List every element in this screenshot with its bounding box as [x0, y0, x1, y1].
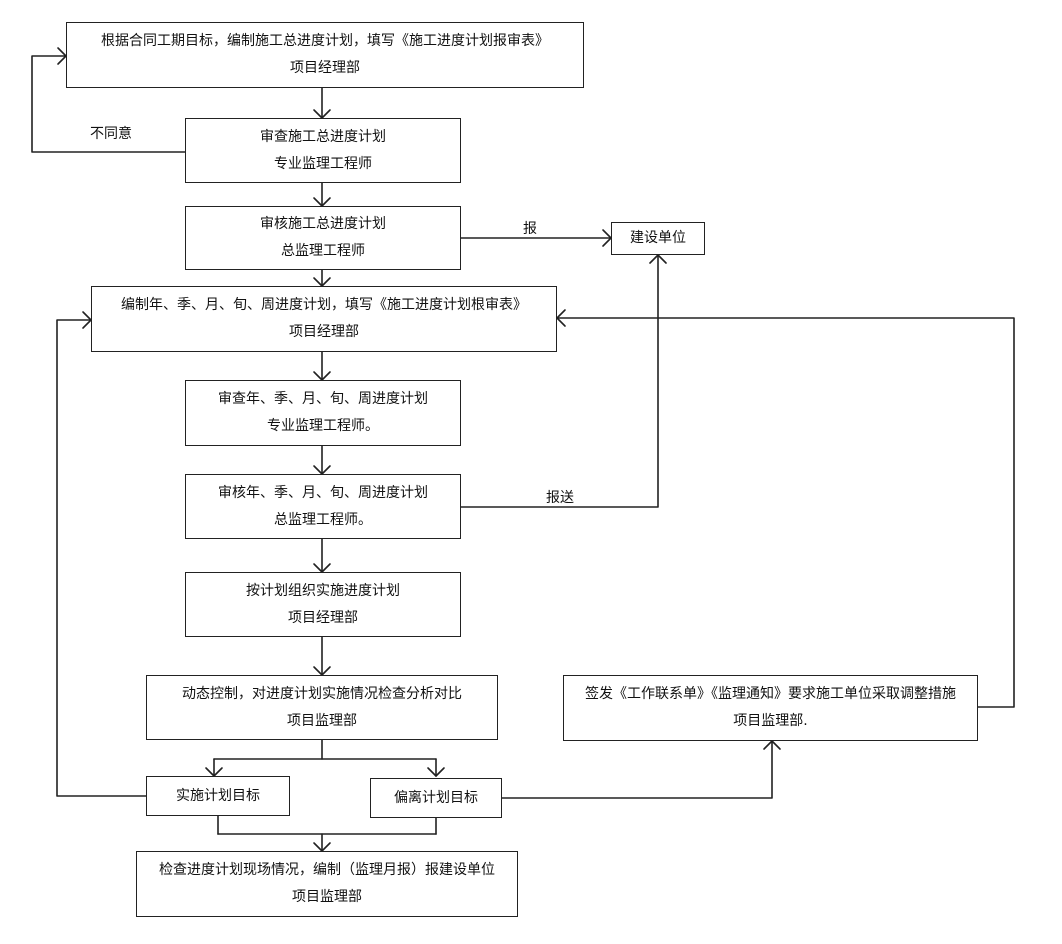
node-implement-plan-text: 按计划组织实施进度计划 — [246, 582, 400, 599]
node-audit-periodic-plan-text: 审核年、季、月、旬、周进度计划 — [218, 484, 428, 501]
node-owner-unit-text: 建设单位 — [630, 230, 686, 246]
connector-merge-n12 — [217, 815, 437, 852]
edge-label-report: 报 — [523, 221, 537, 237]
node-dynamic-control-text: 动态控制，对进度计划实施情况检查分析对比 — [182, 685, 462, 702]
node-compile-periodic-plan-role: 项目经理部 — [289, 324, 359, 340]
node-dynamic-control: 动态控制，对进度计划实施情况检查分析对比 项目监理部 — [146, 675, 498, 740]
node-compile-master-plan-role: 项目经理部 — [290, 60, 360, 76]
node-review-periodic-plan: 审查年、季、月、旬、周进度计划 专业监理工程师。 — [185, 380, 461, 446]
node-deviate-target: 偏离计划目标 — [370, 778, 502, 818]
node-audit-master-plan-role: 总监理工程师 — [281, 243, 365, 259]
connector-n6-owner — [460, 254, 667, 508]
node-compile-periodic-plan-text: 编制年、季、月、旬、周进度计划，填写《施工进度计划根审表》 — [121, 297, 527, 313]
node-issue-notice-role: 项目监理部. — [733, 713, 808, 729]
node-review-master-plan-role: 专业监理工程师 — [274, 155, 372, 172]
connector-n9-n4-loop — [556, 309, 1015, 708]
connector-n1-n2 — [313, 87, 331, 119]
connector-n4-n5 — [313, 351, 331, 381]
node-implement-target: 实施计划目标 — [146, 776, 290, 816]
node-check-and-report-text: 检查进度计划现场情况，编制（监理月报）报建设单位 — [159, 862, 495, 878]
node-implement-plan-role: 项目经理部 — [288, 609, 358, 626]
node-review-periodic-plan-role: 专业监理工程师。 — [267, 418, 379, 434]
node-deviate-target-text: 偏离计划目标 — [394, 789, 478, 806]
connector-n2-n3 — [313, 182, 331, 207]
node-audit-master-plan-text: 审核施工总进度计划 — [260, 216, 386, 232]
node-implement-target-text: 实施计划目标 — [176, 787, 260, 804]
connector-n10-n4-loop — [56, 311, 147, 797]
node-compile-periodic-plan: 编制年、季、月、旬、周进度计划，填写《施工进度计划根审表》 项目经理部 — [91, 286, 557, 352]
node-owner-unit: 建设单位 — [611, 222, 705, 255]
node-audit-periodic-plan: 审核年、季、月、旬、周进度计划 总监理工程师。 — [185, 474, 461, 539]
node-compile-master-plan-text: 根据合同工期目标，编制施工总进度计划，填写《施工进度计划报审表》 — [101, 33, 549, 49]
edge-label-disagree: 不同意 — [90, 126, 132, 142]
node-audit-master-plan: 审核施工总进度计划 总监理工程师 — [185, 206, 461, 270]
node-implement-plan: 按计划组织实施进度计划 项目经理部 — [185, 572, 461, 637]
connector-n3-n4 — [313, 269, 331, 287]
node-issue-notice-text: 签发《工作联系单》《监理通知》要求施工单位采取调整措施 — [585, 686, 956, 702]
connector-n5-n6 — [313, 445, 331, 475]
node-compile-master-plan: 根据合同工期目标，编制施工总进度计划，填写《施工进度计划报审表》 项目经理部 — [66, 22, 584, 88]
node-review-master-plan: 审查施工总进度计划 专业监理工程师 — [185, 118, 461, 183]
node-issue-notice: 签发《工作联系单》《监理通知》要求施工单位采取调整措施 项目监理部. — [563, 675, 978, 741]
connector-n6-n7 — [313, 538, 331, 573]
edge-label-report-send: 报送 — [546, 490, 574, 506]
connector-n7-n8 — [313, 636, 331, 676]
node-audit-periodic-plan-role: 总监理工程师。 — [274, 511, 372, 528]
connector-n11-n9 — [501, 740, 781, 799]
node-review-master-plan-text: 审查施工总进度计划 — [260, 128, 386, 145]
connector-n8-split — [205, 739, 445, 777]
node-review-periodic-plan-text: 审查年、季、月、旬、周进度计划 — [218, 391, 428, 407]
node-dynamic-control-role: 项目监理部 — [287, 712, 357, 729]
node-check-and-report: 检查进度计划现场情况，编制（监理月报）报建设单位 项目监理部 — [136, 851, 518, 917]
node-check-and-report-role: 项目监理部 — [292, 889, 362, 905]
